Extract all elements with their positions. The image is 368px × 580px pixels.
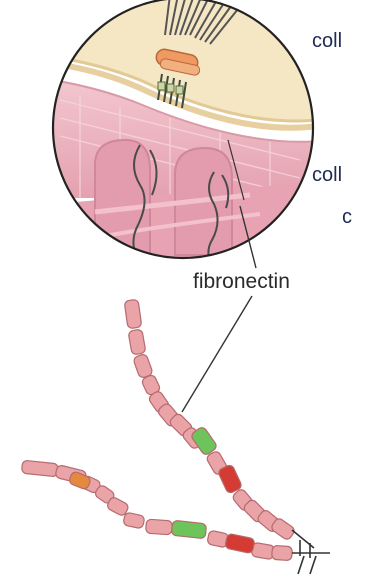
label-top-cut: coll	[312, 31, 342, 51]
magnified-detail-circle	[40, 0, 340, 280]
label-middle-cut: coll	[312, 165, 342, 185]
disulfide-bridge	[292, 530, 330, 574]
label-fibronectin: fibronectin	[193, 271, 290, 292]
label-lower-cut: c	[342, 207, 352, 227]
fibronectin-dimer	[21, 299, 296, 561]
